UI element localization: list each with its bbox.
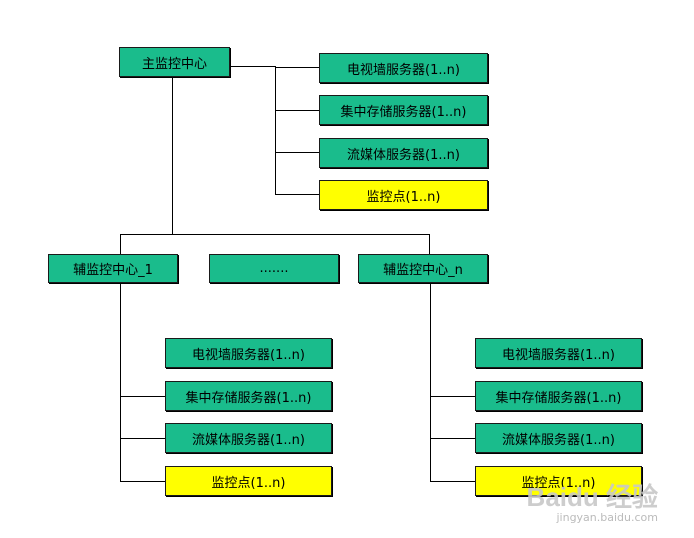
node-label: ....... [259, 261, 289, 276]
connector-line [275, 67, 319, 68]
node-label: 流媒体服务器(1..n) [347, 147, 460, 163]
connector-line [230, 66, 275, 67]
node-label: 监控点(1..n) [521, 475, 596, 491]
node-label: 流媒体服务器(1..n) [502, 432, 615, 448]
connector-line [429, 234, 430, 254]
sub1-streaming-server-box: 流媒体服务器(1..n) [165, 423, 332, 453]
connector-line [275, 66, 276, 195]
connector-line [120, 283, 121, 482]
node-label: 监控点(1..n) [366, 189, 441, 205]
sub1-tv-wall-server-box: 电视墙服务器(1..n) [165, 338, 332, 368]
connector-line [120, 234, 430, 235]
sub-center-1-box: 辅监控中心_1 [48, 254, 178, 283]
connector-line [120, 234, 121, 254]
node-label: 流媒体服务器(1..n) [192, 432, 305, 448]
connector-line [275, 152, 319, 153]
connector-line [430, 283, 431, 482]
sub1-monitoring-point-box: 监控点(1..n) [165, 466, 332, 496]
node-label: 辅监控中心_n [383, 263, 463, 278]
connector-line [120, 481, 165, 482]
subn-monitoring-point-box: 监控点(1..n) [475, 466, 642, 496]
main-streaming-server-box: 流媒体服务器(1..n) [319, 138, 488, 168]
node-label: 辅监控中心_1 [73, 263, 153, 278]
baidu-watermark: Baidu 经验 jingyan.baidu.com [527, 483, 658, 524]
connector-line [430, 481, 475, 482]
sub-center-ellipsis-box: ....... [209, 254, 339, 283]
node-label: 监控点(1..n) [211, 475, 286, 491]
main-tv-wall-server-box: 电视墙服务器(1..n) [319, 53, 488, 83]
watermark-url: jingyan.baidu.com [556, 510, 658, 524]
main-monitoring-point-box: 监控点(1..n) [319, 180, 488, 210]
node-label: 集中存储服务器(1..n) [340, 104, 467, 120]
main-monitoring-center-box: 主监控中心 [119, 47, 230, 77]
connector-line [172, 78, 173, 234]
sub-center-n-box: 辅监控中心_n [358, 254, 488, 283]
node-label: 主监控中心 [141, 56, 207, 72]
node-label: 集中存储服务器(1..n) [495, 390, 622, 406]
connector-line [275, 110, 319, 111]
subn-streaming-server-box: 流媒体服务器(1..n) [475, 423, 642, 453]
node-label: 集中存储服务器(1..n) [185, 390, 312, 406]
connector-line [120, 396, 165, 397]
node-label: 电视墙服务器(1..n) [347, 62, 460, 78]
subn-tv-wall-server-box: 电视墙服务器(1..n) [475, 338, 642, 368]
subn-central-storage-server-box: 集中存储服务器(1..n) [475, 381, 642, 411]
connector-line [430, 396, 475, 397]
node-label: 电视墙服务器(1..n) [502, 347, 615, 363]
sub1-central-storage-server-box: 集中存储服务器(1..n) [165, 381, 332, 411]
node-label: 电视墙服务器(1..n) [192, 347, 305, 363]
connector-line [275, 194, 319, 195]
connector-line [430, 438, 475, 439]
connector-line [120, 438, 165, 439]
watermark-brand: Baidu 经验 [526, 482, 658, 513]
main-central-storage-server-box: 集中存储服务器(1..n) [319, 95, 488, 125]
